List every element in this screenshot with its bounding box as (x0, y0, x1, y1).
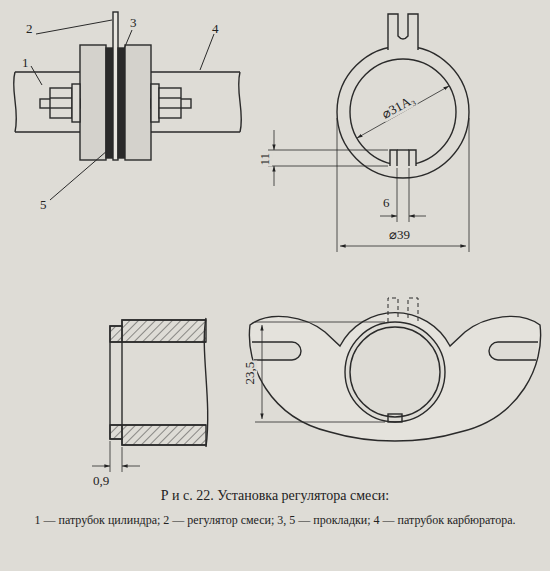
dimension-label: 0,9 (92, 474, 110, 488)
legend-note: 1 — патрубок цилиндра; 2 — регулятор сме… (30, 512, 520, 528)
callout-number: 1 (22, 56, 29, 70)
figure-caption: Р и с. 22. Установка регулятора смеси: (20, 488, 530, 504)
callout-number: 4 (212, 22, 219, 36)
assembly-view (14, 12, 242, 200)
dimension-label: ⌀39 (388, 228, 411, 242)
dimension-label: 23,5 (243, 361, 257, 386)
dimension-label: 6 (382, 196, 391, 210)
gasket-view (249, 298, 540, 441)
callout-number: 3 (130, 16, 137, 30)
callout-number: 5 (40, 198, 47, 212)
section-view (92, 318, 208, 472)
dimension-label: 11 (258, 152, 272, 167)
regulator-view (268, 14, 469, 252)
dimension-label: ⌀31A₃ (379, 92, 418, 122)
callout-number: 2 (26, 22, 33, 36)
